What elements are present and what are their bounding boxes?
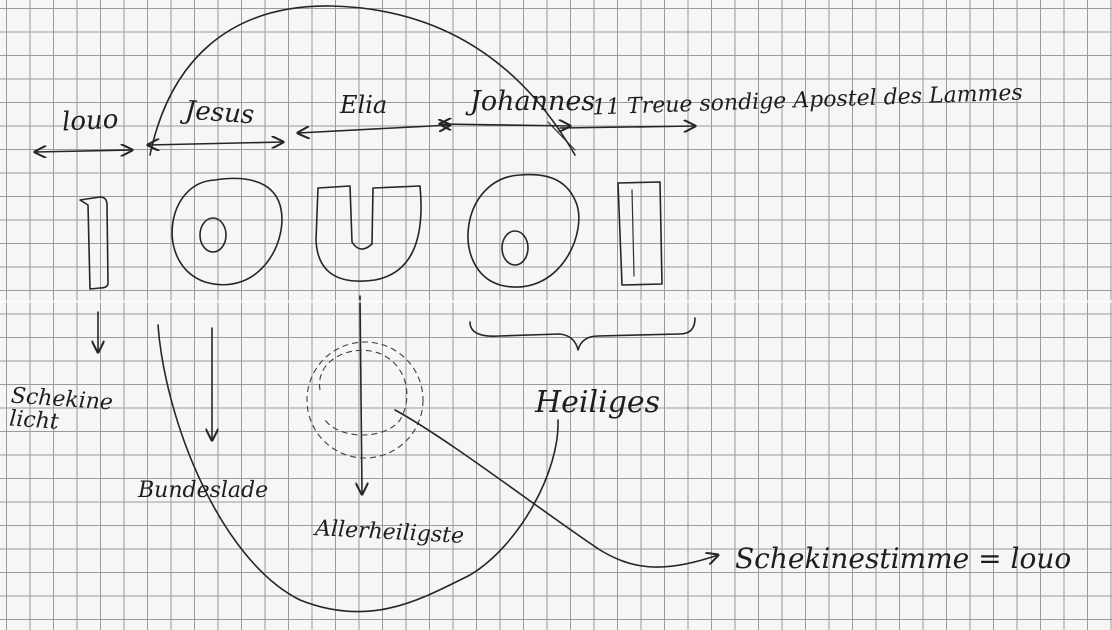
label-elia: Elia — [340, 93, 387, 117]
label-heiliges: Heiliges — [535, 388, 660, 418]
cloud-dashed — [307, 342, 423, 458]
arrow-down-allerheiligste — [360, 296, 362, 494]
letter-u — [316, 186, 421, 281]
label-johannes: Johannes — [470, 88, 595, 115]
label-louo: louo — [61, 107, 119, 136]
apostel-arrow — [560, 126, 695, 128]
label-bundeslade: Bundeslade — [138, 480, 268, 502]
letter-o-first-hole — [200, 218, 226, 252]
letter-l-right — [618, 182, 662, 285]
jesus-double-arrow — [148, 142, 283, 145]
heiliges-brace — [470, 318, 695, 350]
letter-l-left — [80, 197, 108, 289]
letter-o-second-hole — [502, 231, 528, 265]
letter-o-second — [468, 175, 579, 287]
label-jesus: Jesus — [184, 98, 255, 129]
top-arc — [150, 6, 575, 155]
elia-double-arrow — [298, 125, 450, 133]
label-schekinestimme: Schekinestimme = louo — [735, 545, 1071, 573]
enclosing-loop — [158, 325, 558, 612]
louo-double-arrow — [35, 150, 132, 152]
letter-o-first — [172, 178, 282, 284]
label-schekine-licht: Schekine licht — [9, 384, 114, 437]
